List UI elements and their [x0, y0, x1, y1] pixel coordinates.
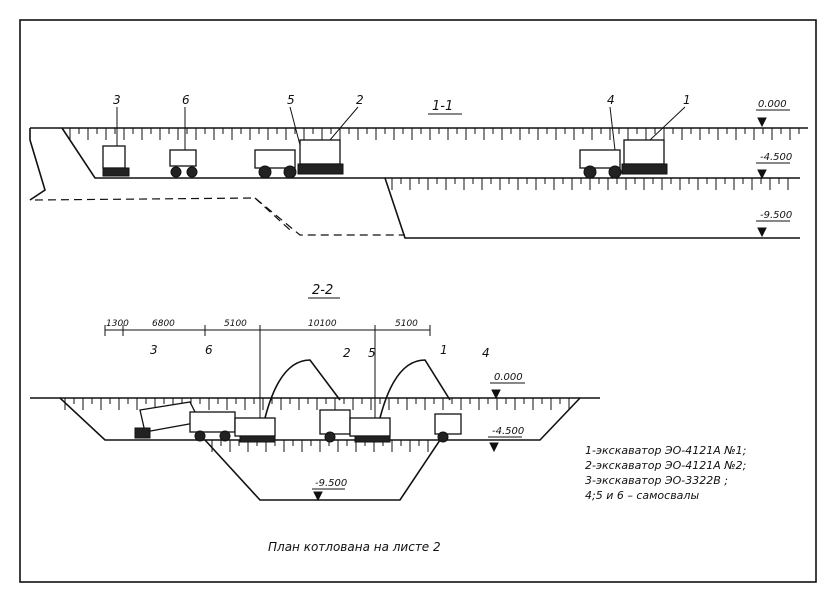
elevation-9500: -9.500	[760, 210, 792, 221]
dim-5100-a: 5100	[224, 319, 247, 329]
soil-hatching	[69, 128, 800, 190]
label-5: 5	[287, 93, 295, 107]
dump-truck-6	[189, 411, 236, 442]
legend-item-2: 2-экскаватор ЭО-4121А №2;	[585, 459, 746, 472]
dim-10100: 10100	[308, 319, 337, 329]
dim-1300: 1300	[106, 319, 129, 329]
section-2-2: 2-2 1300 6800 5100 10100 5100 3 6 2 5 1 …	[30, 283, 600, 502]
dashed-contour	[34, 197, 405, 236]
elevation-4500: -4.500	[492, 426, 524, 437]
label-1: 1	[683, 93, 691, 107]
excavator-2	[234, 359, 341, 443]
section-title: 1-1	[432, 99, 453, 114]
label-6: 6	[205, 343, 213, 357]
section-title: 2-2	[312, 283, 333, 298]
excavator-1	[621, 139, 668, 175]
label-4: 4	[482, 346, 490, 360]
section-1-1: 1-1 3 6 5 2 4 1 0.000 -4.500 -9.500	[29, 93, 808, 239]
label-2: 2	[356, 93, 364, 107]
label-2: 2	[343, 346, 351, 360]
excavator-3	[102, 145, 130, 177]
dump-truck-4	[579, 149, 622, 179]
elevation-9500: -9.500	[315, 478, 347, 489]
dump-truck-5	[254, 149, 297, 179]
dump-truck-6	[169, 149, 198, 178]
elevation-0000: 0.000	[494, 372, 523, 383]
caption: План котлована на листе 2	[268, 540, 441, 554]
legend-item-1: 1-экскаватор ЭО-4121А №1;	[585, 444, 746, 457]
dim-5100-b: 5100	[395, 319, 418, 329]
dim-6800: 6800	[152, 319, 175, 329]
excavation-profile	[30, 397, 600, 501]
dump-truck-4	[434, 413, 462, 443]
legend-item-3: 3-экскаватор ЭО-3322В ;	[585, 474, 728, 487]
label-6: 6	[182, 93, 190, 107]
elevation-4500: -4.500	[760, 152, 792, 163]
excavator-1	[349, 359, 451, 443]
label-3: 3	[150, 343, 158, 357]
elevation-0000: 0.000	[758, 99, 787, 110]
excavator-2	[297, 139, 344, 175]
legend-item-4: 4;5 и 6 – самосвалы	[585, 489, 699, 502]
label-4: 4	[607, 93, 615, 107]
label-5: 5	[368, 346, 376, 360]
label-3: 3	[113, 93, 121, 107]
legend: 1-экскаватор ЭО-4121А №1; 2-экскаватор Э…	[585, 444, 746, 502]
dump-truck-5	[319, 409, 351, 443]
drawing-frame	[19, 19, 817, 583]
label-1: 1	[440, 343, 448, 357]
